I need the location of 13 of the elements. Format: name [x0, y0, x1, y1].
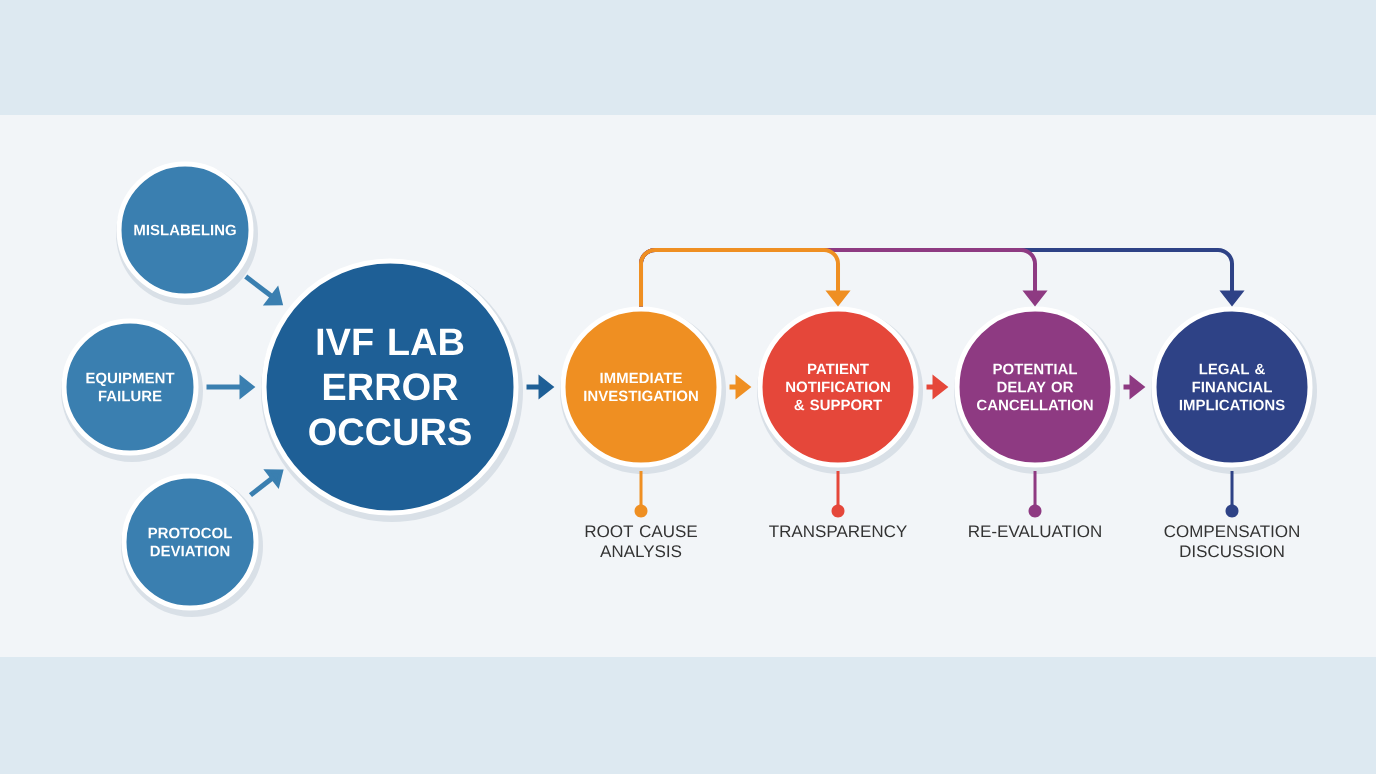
circle-node: IVF LAB ERROR OCCURS [261, 258, 523, 522]
circle-node: MISLABELING [116, 161, 258, 305]
circle-node: IMMEDIATE INVESTIGATION [560, 306, 726, 474]
caption-text: ROOT CAUSE ANALYSIS [585, 525, 697, 558]
caption-text: RE-EVALUATION [969, 525, 1101, 538]
circle-node: EQUIPMENT FAILURE [61, 318, 203, 462]
circle-node: LEGAL & FINANCIAL IMPLICATIONS [1151, 306, 1317, 474]
circle-node: PROTOCOL DEVIATION [121, 473, 263, 617]
caption-text: TRANSPARENCY [769, 525, 907, 538]
circle-node: PATIENT NOTIFICATION & SUPPORT [757, 306, 923, 474]
arrow [248, 469, 284, 498]
caption-text: COMPENSATION DISCUSSION [1164, 525, 1299, 558]
circle-node: POTENTIAL DELAY OR CANCELLATION [954, 306, 1120, 474]
